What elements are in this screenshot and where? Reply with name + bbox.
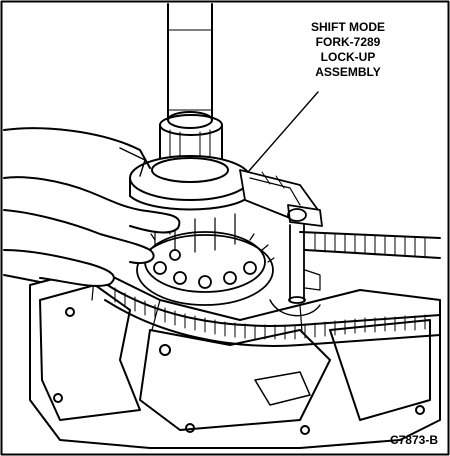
transfer-case-housing bbox=[29, 267, 441, 449]
callout-label: SHIFT MODE FORK-7289 LOCK-UP ASSEMBLY bbox=[288, 20, 408, 80]
callout-line-1: SHIFT MODE bbox=[311, 20, 385, 34]
callout-line-4: ASSEMBLY bbox=[315, 65, 381, 79]
technician-hand bbox=[3, 127, 181, 287]
figure-code: C7873-B bbox=[389, 433, 438, 447]
callout-line-3: LOCK-UP bbox=[320, 50, 376, 64]
shift-mode-fork bbox=[239, 169, 323, 317]
callout-line-2: FORK-7289 bbox=[315, 35, 381, 49]
callout-leader bbox=[247, 91, 319, 173]
drive-chain bbox=[99, 231, 441, 347]
output-shaft bbox=[159, 3, 223, 166]
